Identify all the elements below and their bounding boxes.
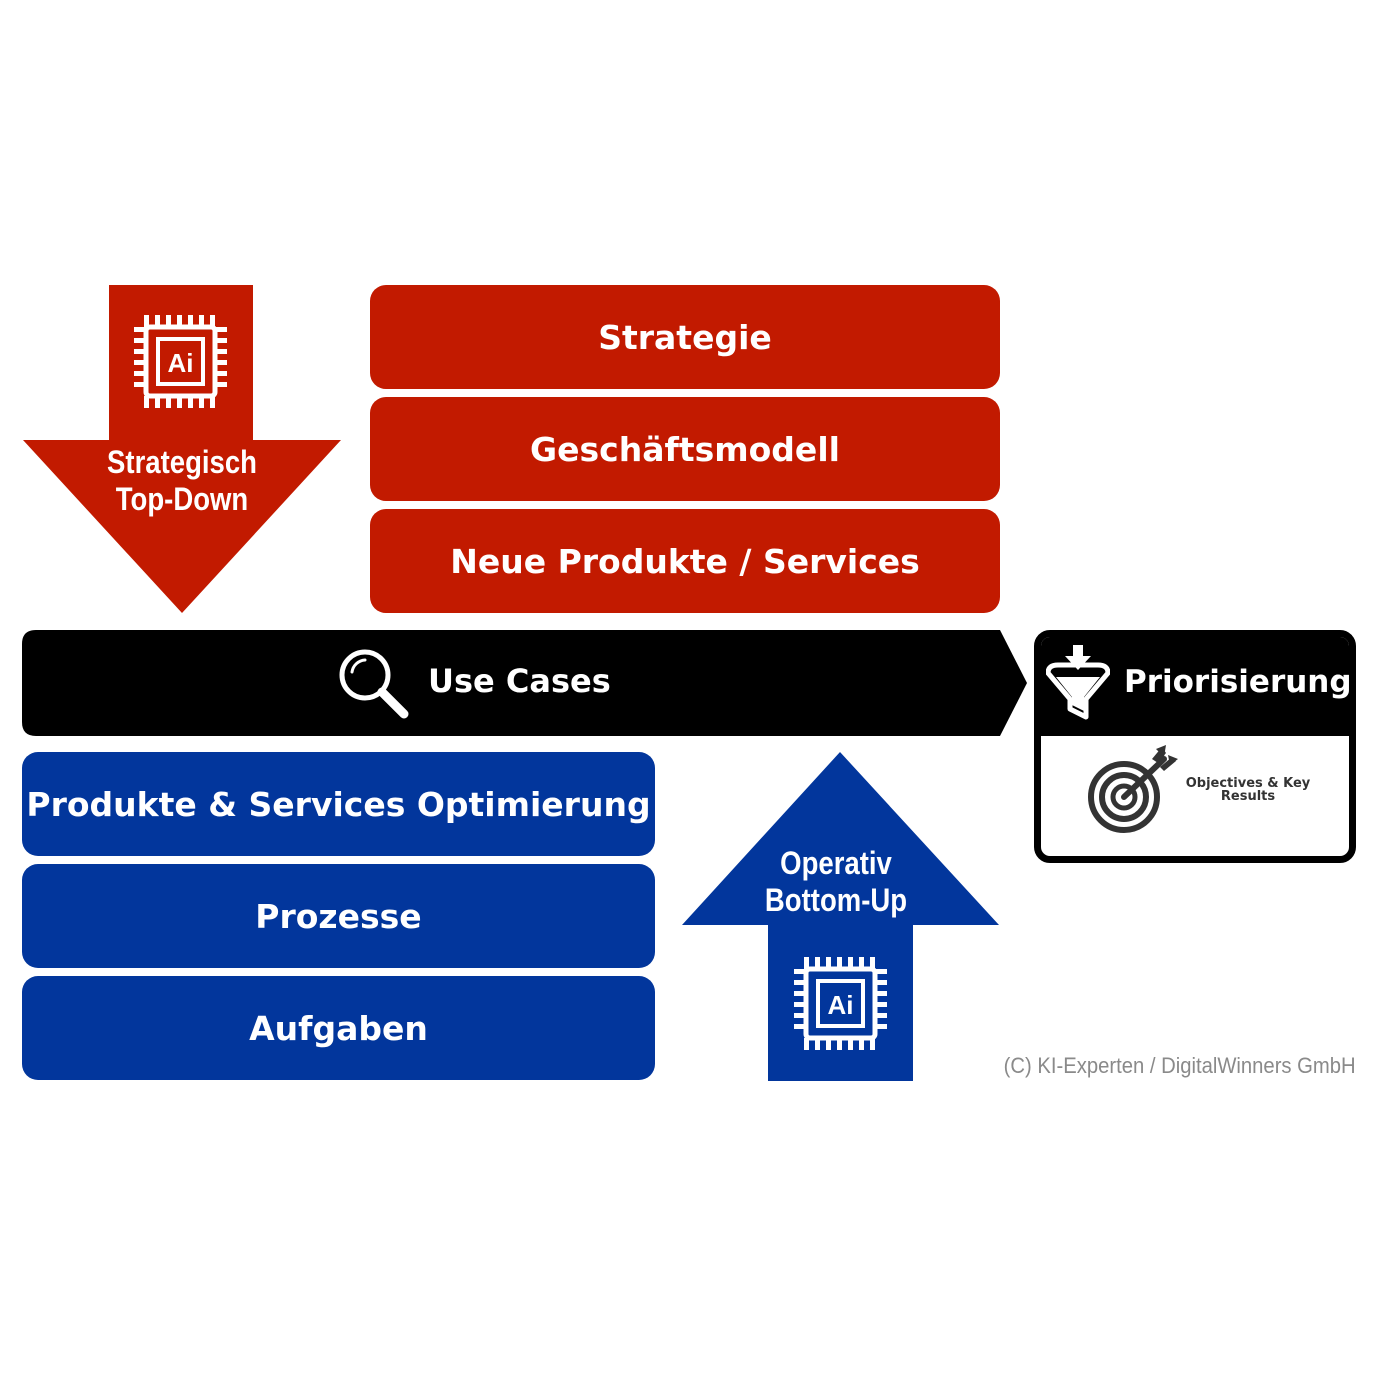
top-down-line1: Strategisch xyxy=(107,444,257,480)
bottom-up-line1: Operativ xyxy=(780,845,892,881)
level-geschaeftsmodell[interactable]: Geschäftsmodell xyxy=(370,397,1000,501)
priorisierung-label: Priorisierung xyxy=(1124,664,1352,700)
level-aufgaben[interactable]: Aufgaben xyxy=(22,976,655,1080)
level-produkte-services-optimierung[interactable]: Produkte & Services Optimierung xyxy=(22,752,655,856)
use-cases-bar[interactable] xyxy=(22,630,1028,736)
top-down-label: Strategisch Top-Down xyxy=(96,444,268,518)
ai-chip-icon: Ai xyxy=(134,315,227,408)
level-neue-produkte[interactable]: Neue Produkte / Services xyxy=(370,509,1000,613)
bottom-up-line2: Bottom-Up xyxy=(764,882,908,918)
funnel-icon xyxy=(1046,645,1110,720)
copyright-text: (C) KI-Experten / DigitalWinners GmbH xyxy=(1003,1053,1356,1078)
target-arrow-icon xyxy=(1088,745,1178,833)
bottom-up-label: Operativ Bottom-Up xyxy=(750,845,922,919)
level-prozesse[interactable]: Prozesse xyxy=(22,864,655,968)
top-down-arrow: Ai xyxy=(23,285,341,613)
svg-text:Ai: Ai xyxy=(168,348,194,378)
ai-chip-icon: Ai xyxy=(794,957,887,1050)
level-strategie[interactable]: Strategie xyxy=(370,285,1000,389)
top-down-line2: Top-Down xyxy=(115,481,249,517)
svg-text:Ai: Ai xyxy=(828,990,854,1020)
use-cases-label: Use Cases xyxy=(428,662,611,700)
okr-label: Objectives & Key Results xyxy=(1185,776,1311,804)
bottom-up-arrow: Ai xyxy=(682,752,999,1081)
magnifier-icon xyxy=(339,649,409,719)
